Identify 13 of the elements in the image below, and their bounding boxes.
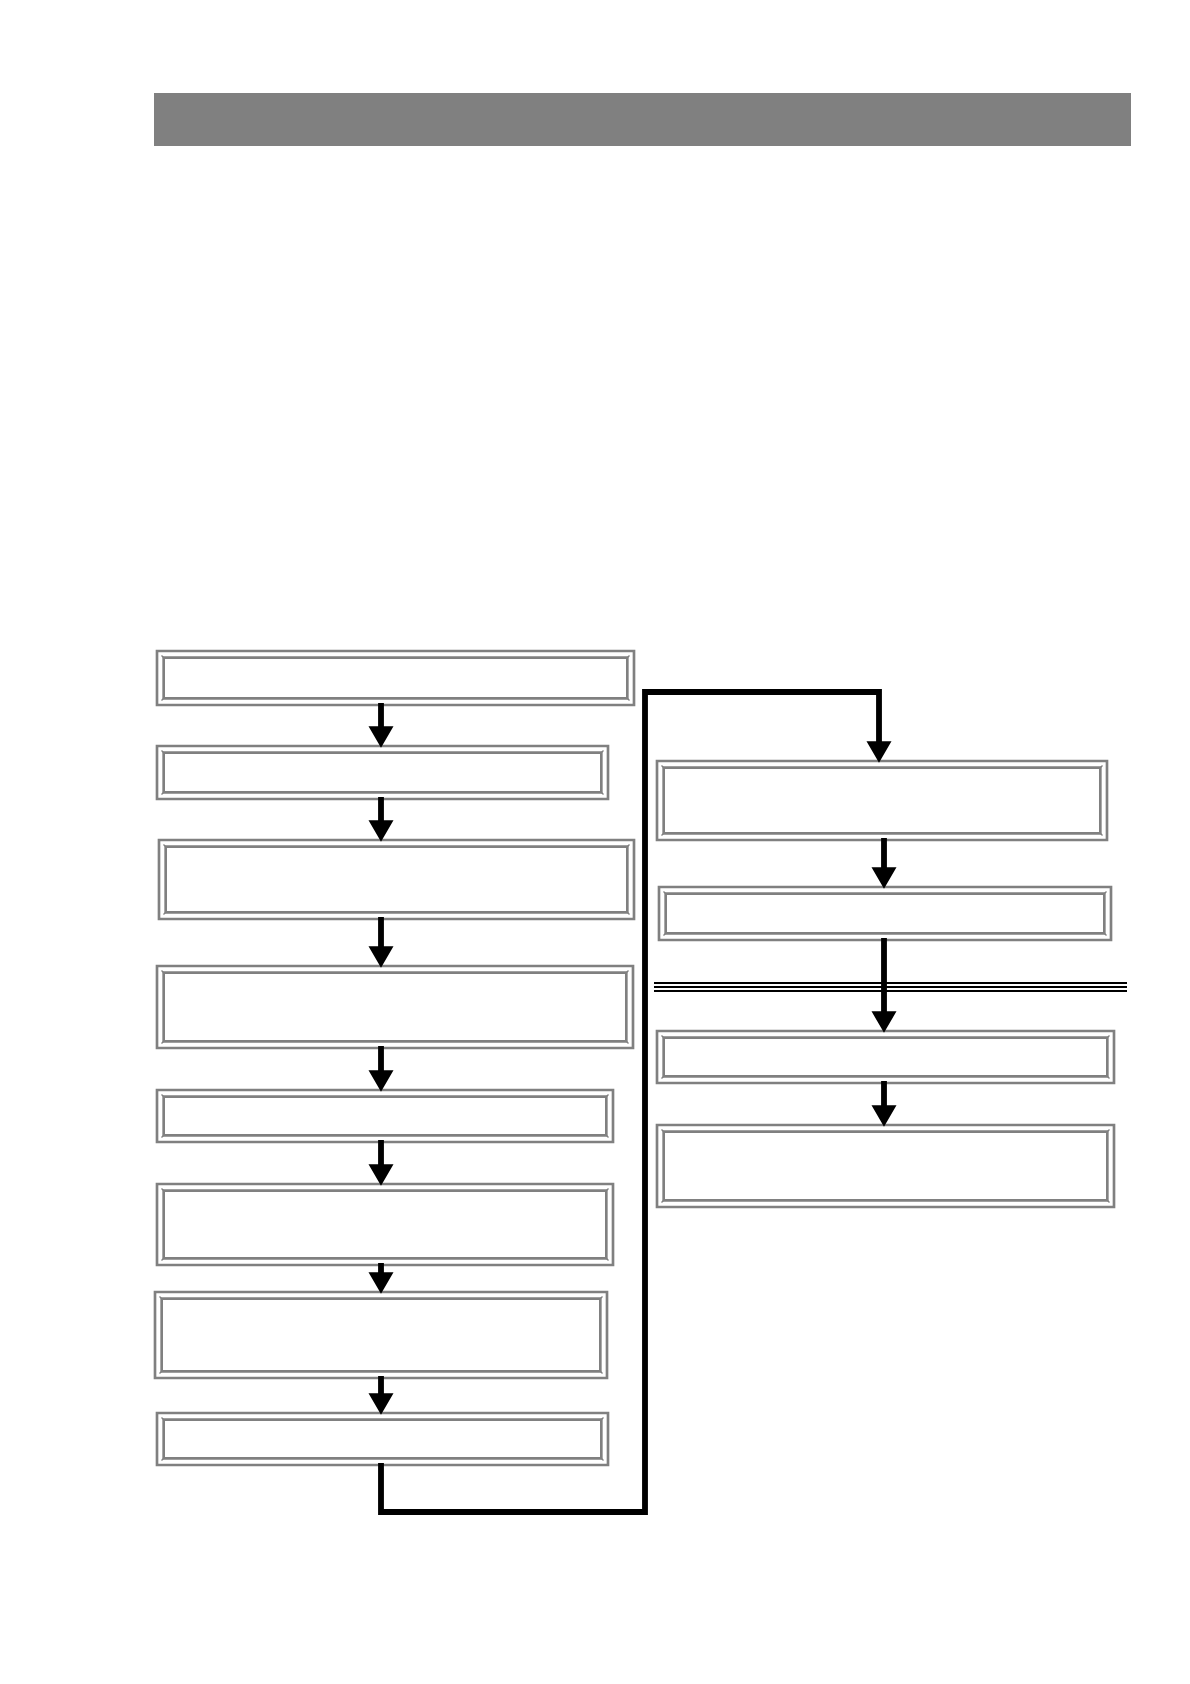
process-box [655,759,1109,842]
process-box [655,1123,1116,1209]
process-box [155,1411,610,1467]
process-box [155,964,635,1050]
arrow [378,689,892,1515]
process-box [155,649,636,707]
process-box [155,1088,615,1144]
process-box [153,1290,609,1380]
process-box [655,1029,1116,1085]
process-box [155,744,610,801]
process-box [155,1182,615,1267]
process-box [657,885,1113,942]
process-box [157,838,636,921]
